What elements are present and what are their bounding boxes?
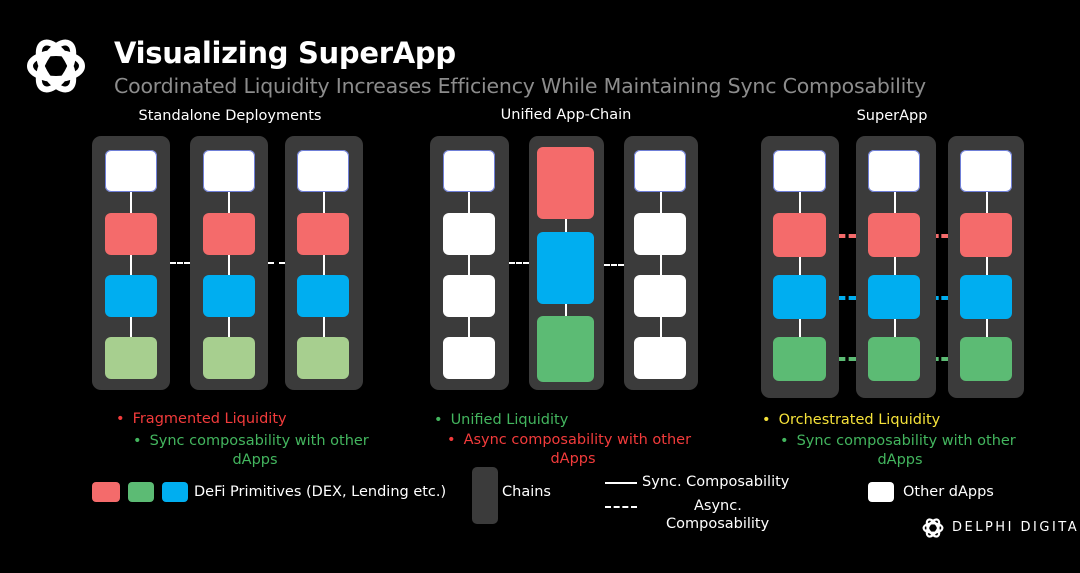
defi-primitive-blue xyxy=(537,232,594,304)
legend-sync-line xyxy=(605,482,637,484)
sync-link-red xyxy=(920,234,960,238)
bullet-async-composability: •Async composability with other xyxy=(447,432,692,448)
defi-primitive-green xyxy=(960,337,1012,381)
sync-link-red xyxy=(826,234,868,238)
legend-sync-label: Sync. Composability xyxy=(642,474,790,490)
other-dapp-box xyxy=(203,150,255,192)
legend-other-dapps-label: Other dApps xyxy=(903,484,994,500)
sync-line xyxy=(323,190,325,340)
bullet-sync-composability: •Sync composability with other xyxy=(133,433,369,449)
dot-icon: • xyxy=(762,412,771,428)
defi-primitive-green xyxy=(297,337,349,379)
other-dapp-box xyxy=(634,213,686,255)
defi-primitive-green xyxy=(105,337,157,379)
dot-icon: • xyxy=(116,411,125,427)
bullet-fragmented-liquidity: •Fragmented Liquidity xyxy=(116,411,287,427)
dot-icon: • xyxy=(780,433,789,449)
defi-primitive-blue xyxy=(203,275,255,317)
async-connector xyxy=(268,262,285,264)
async-connector xyxy=(604,264,624,266)
defi-primitive-blue xyxy=(960,275,1012,319)
other-dapp-box xyxy=(773,150,826,192)
defi-primitive-green xyxy=(537,316,594,382)
section-title-unified: Unified App-Chain xyxy=(500,107,632,123)
sync-link-green xyxy=(826,357,868,361)
defi-primitive-red xyxy=(203,213,255,255)
legend-async-label-1: Async. xyxy=(694,498,742,514)
dot-icon: • xyxy=(133,433,142,449)
other-dapp-box xyxy=(443,150,495,192)
sync-link-green xyxy=(920,357,960,361)
legend-async-line xyxy=(605,506,637,508)
other-dapp-box xyxy=(960,150,1012,192)
other-dapp-box xyxy=(105,150,157,192)
other-dapp-box xyxy=(634,275,686,317)
delphi-small-logo-icon xyxy=(922,518,944,538)
async-connector xyxy=(170,262,190,264)
defi-primitive-blue xyxy=(773,275,826,319)
section-title-standalone: Standalone Deployments xyxy=(138,108,322,124)
defi-primitive-blue xyxy=(868,275,920,319)
defi-primitive-red xyxy=(297,213,349,255)
legend-swatch-red xyxy=(92,482,120,502)
sync-line xyxy=(799,190,801,350)
sync-link-blue xyxy=(920,296,960,300)
sync-line xyxy=(660,190,662,340)
bullet-sync-composability: •Sync composability with other xyxy=(780,433,1016,449)
sync-line xyxy=(228,190,230,340)
bullet-sync-composability-cont: dApps xyxy=(232,452,278,468)
legend-chain-swatch xyxy=(472,467,498,524)
legend-defi-label: DeFi Primitives (DEX, Lending etc.) xyxy=(194,484,447,500)
legend-swatch-blue xyxy=(162,482,188,502)
legend-other-dapp-swatch xyxy=(868,482,894,502)
defi-primitive-red xyxy=(868,213,920,257)
sync-link-blue xyxy=(826,296,868,300)
defi-primitive-blue xyxy=(297,275,349,317)
sync-line xyxy=(130,190,132,340)
defi-primitive-red xyxy=(105,213,157,255)
sync-line xyxy=(468,190,470,340)
delphi-logo-icon xyxy=(27,39,85,93)
other-dapp-box xyxy=(634,150,686,192)
defi-primitive-green xyxy=(868,337,920,381)
legend-chains-label: Chains xyxy=(502,484,551,500)
legend-async-label-2: Composability xyxy=(666,516,770,532)
other-dapp-box xyxy=(443,213,495,255)
defi-primitive-red xyxy=(773,213,826,257)
page-subtitle: Coordinated Liquidity Increases Efficien… xyxy=(114,74,926,98)
legend-swatch-green xyxy=(128,482,154,502)
other-dapp-box xyxy=(868,150,920,192)
other-dapp-box xyxy=(443,337,495,379)
bullet-sync-composability-cont: dApps xyxy=(877,452,923,468)
async-connector xyxy=(509,262,529,264)
dot-icon: • xyxy=(447,432,456,448)
sync-line xyxy=(894,190,896,350)
other-dapp-box xyxy=(443,275,495,317)
sync-line xyxy=(986,190,988,350)
section-title-superapp: SuperApp xyxy=(856,108,928,124)
other-dapp-box xyxy=(297,150,349,192)
bullet-orchestrated-liquidity: •Orchestrated Liquidity xyxy=(762,412,941,428)
defi-primitive-blue xyxy=(105,275,157,317)
brand-name: DELPHI DIGITAL xyxy=(952,520,1080,535)
page-title: Visualizing SuperApp xyxy=(114,36,456,70)
dot-icon: • xyxy=(434,412,443,428)
other-dapp-box xyxy=(634,337,686,379)
bullet-async-composability-cont: dApps xyxy=(550,451,596,467)
defi-primitive-green xyxy=(203,337,255,379)
defi-primitive-red xyxy=(537,147,594,219)
defi-primitive-green xyxy=(773,337,826,381)
defi-primitive-red xyxy=(960,213,1012,257)
bullet-unified-liquidity: •Unified Liquidity xyxy=(434,412,569,428)
